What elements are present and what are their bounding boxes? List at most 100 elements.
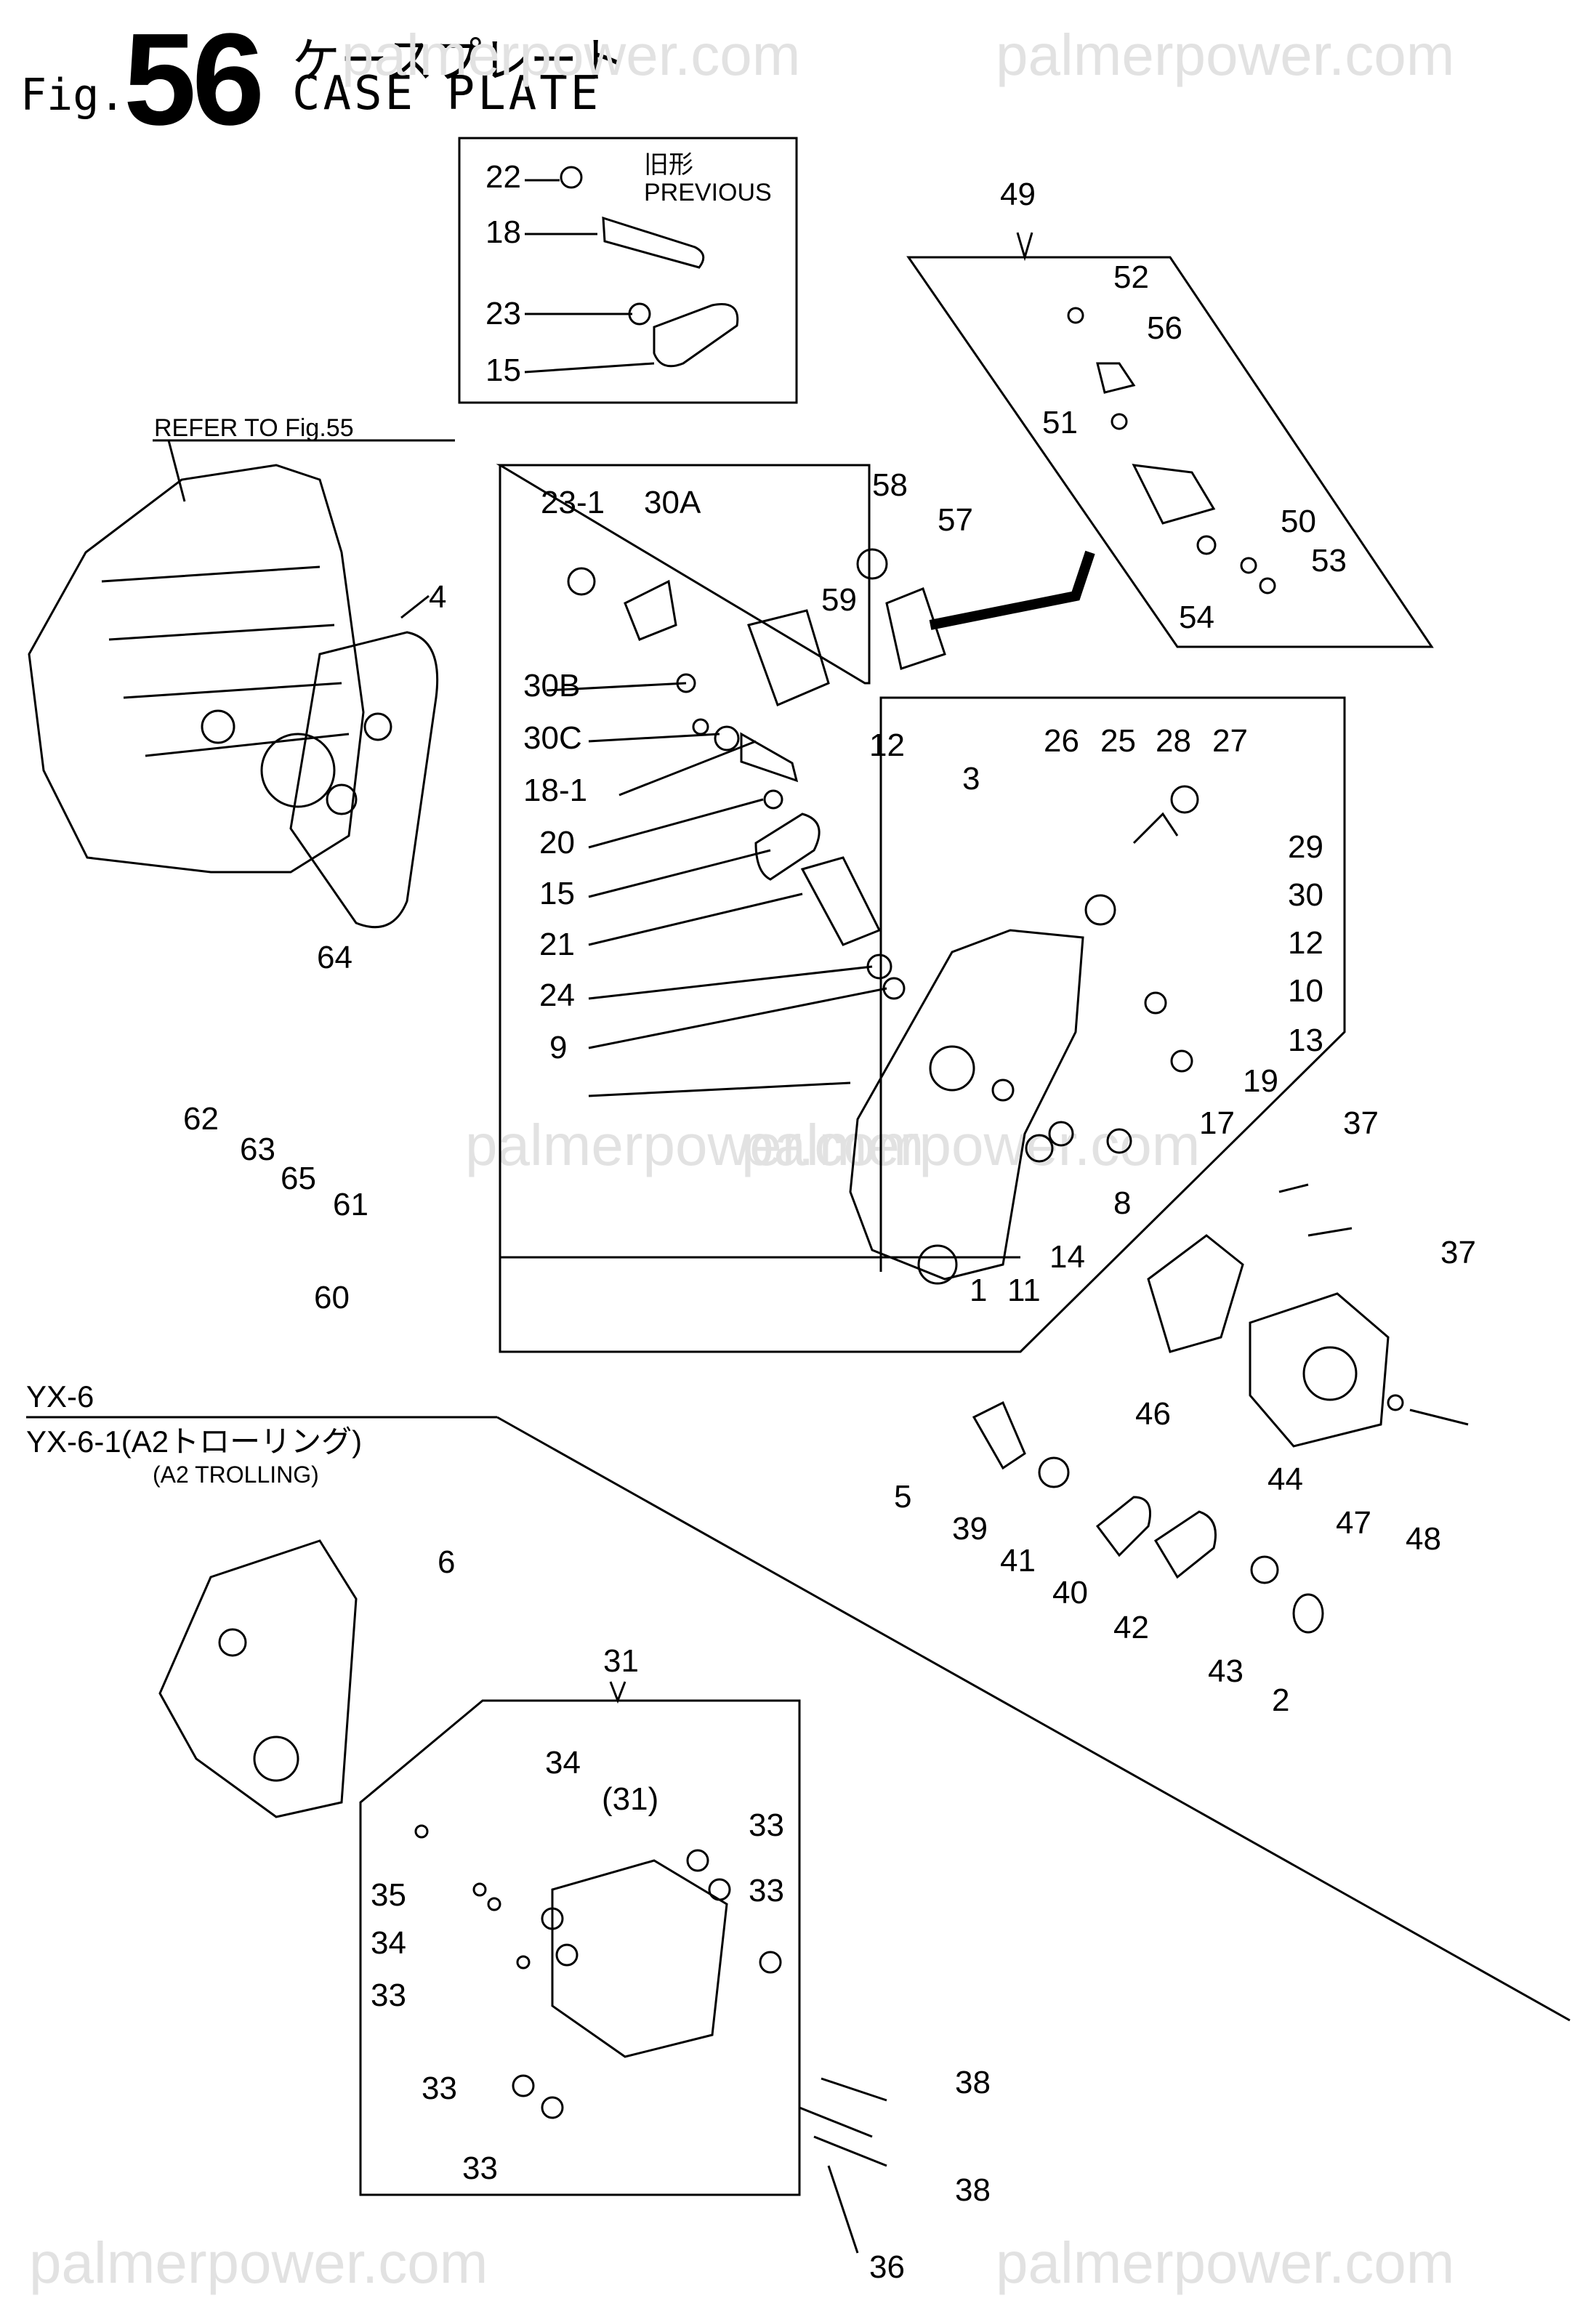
pump-44 xyxy=(1249,1292,1390,1448)
callout: 13 xyxy=(1288,1023,1323,1058)
title-english: CASE PLATE xyxy=(292,67,602,121)
callout: 14 xyxy=(1049,1239,1085,1275)
callout: 50 xyxy=(1281,504,1316,539)
callout: 38 xyxy=(955,2172,991,2208)
callout: 30C xyxy=(523,720,582,756)
callout: 33 xyxy=(749,1873,784,1908)
callout: 25 xyxy=(1100,723,1136,759)
watermark: palmerpower.com xyxy=(996,23,1455,87)
callout: 20 xyxy=(539,825,575,860)
callout: 40 xyxy=(1052,1575,1088,1610)
callout: 33 xyxy=(462,2150,498,2186)
callout: 57 xyxy=(938,502,973,538)
callout: 56 xyxy=(1147,310,1182,346)
callout: 15 xyxy=(485,352,521,388)
callout: (31) xyxy=(602,1781,658,1817)
callout: 3 xyxy=(962,761,980,797)
bracket-49 xyxy=(1132,464,1216,525)
callout: 48 xyxy=(1406,1521,1441,1557)
callout: 12 xyxy=(1288,925,1323,961)
callout: 52 xyxy=(1113,259,1149,295)
lever-18-1 xyxy=(740,732,799,783)
lever-18 xyxy=(602,216,705,269)
callout: 8 xyxy=(1113,1185,1131,1221)
callout: 38 xyxy=(955,2065,991,2100)
callout: 15 xyxy=(539,876,575,911)
watermark: palmerpower.com xyxy=(996,2230,1455,2295)
callout: 42 xyxy=(1113,1610,1149,1645)
title-japanese: ケースプレート xyxy=(292,33,626,89)
callout: 61 xyxy=(333,1187,368,1222)
bolt-23-1 xyxy=(567,567,596,596)
callout: 18-1 xyxy=(523,773,587,808)
variant-label-1: YX-6 xyxy=(26,1379,94,1414)
callout: 6 xyxy=(438,1544,455,1580)
callout: 65 xyxy=(281,1161,316,1196)
previous-parts-box xyxy=(458,137,798,404)
gasket-4 xyxy=(289,631,439,929)
callout: 19 xyxy=(1243,1063,1278,1099)
case-plate xyxy=(849,929,1084,1281)
callout: 44 xyxy=(1267,1462,1303,1497)
callout: 33 xyxy=(422,2071,457,2106)
callout: 60 xyxy=(314,1280,350,1315)
cover-46 xyxy=(1147,1234,1244,1353)
callout: 12 xyxy=(869,727,905,763)
callout: 1 xyxy=(970,1273,987,1308)
callout: 49 xyxy=(1000,177,1036,212)
callout: 47 xyxy=(1336,1505,1371,1541)
callout: 51 xyxy=(1042,405,1078,440)
watermark: palmerpower.com xyxy=(465,1113,924,1177)
callout: 17 xyxy=(1199,1105,1235,1141)
callout: 62 xyxy=(183,1101,219,1137)
callout: 27 xyxy=(1212,723,1248,759)
callout: 29 xyxy=(1288,829,1323,865)
plate-15 xyxy=(653,303,739,368)
note-refer: REFER TO Fig.55 xyxy=(154,414,354,442)
callout: 58 xyxy=(872,467,908,503)
callout: 23-1 xyxy=(541,485,605,520)
fig-prefix: Fig. xyxy=(20,70,126,121)
callout: 33 xyxy=(749,1807,784,1843)
callout: 5 xyxy=(894,1479,911,1515)
callout: 11 xyxy=(1007,1273,1041,1308)
note-previous-en: PREVIOUS xyxy=(644,179,772,206)
valve-block-31 xyxy=(551,1859,728,2058)
callout: 30A xyxy=(644,485,701,520)
callout: 36 xyxy=(869,2249,905,2285)
fig-number: 56 xyxy=(124,7,265,153)
callout: 30 xyxy=(1288,877,1323,913)
callout: 28 xyxy=(1156,723,1191,759)
callout: 4 xyxy=(429,579,446,615)
callout: 37 xyxy=(1343,1105,1379,1141)
plate-15-main xyxy=(754,813,821,881)
callout: 53 xyxy=(1311,543,1347,578)
callout: 22 xyxy=(485,159,521,195)
callout: 2 xyxy=(1272,1682,1289,1718)
callout: 54 xyxy=(1179,600,1214,635)
watermark: palmerpower.com xyxy=(342,23,801,87)
callout: 43 xyxy=(1208,1653,1244,1689)
note-previous-jp: 旧形 xyxy=(644,151,693,179)
bracket-57 xyxy=(885,587,946,670)
callout: 35 xyxy=(371,1877,406,1913)
callout: 21 xyxy=(539,927,575,962)
callout: 31 xyxy=(603,1643,639,1679)
callout: 18 xyxy=(485,214,521,250)
callout: 30B xyxy=(523,668,580,704)
callout: 64 xyxy=(317,940,352,975)
callout: 10 xyxy=(1288,973,1323,1009)
bracket-30A xyxy=(624,579,677,641)
callout: 26 xyxy=(1044,723,1079,759)
variant-label-2-sub: (A2 TROLLING) xyxy=(153,1462,319,1488)
callout: 9 xyxy=(549,1030,567,1065)
bolt-23 xyxy=(628,302,651,326)
callout: 46 xyxy=(1135,1396,1171,1432)
callout: 23 xyxy=(485,296,521,331)
pipe-57 xyxy=(929,550,1095,630)
bolt-22 xyxy=(560,166,583,189)
callout: 39 xyxy=(952,1511,988,1547)
callout: 33 xyxy=(371,1978,406,2013)
callout: 34 xyxy=(371,1925,406,1961)
